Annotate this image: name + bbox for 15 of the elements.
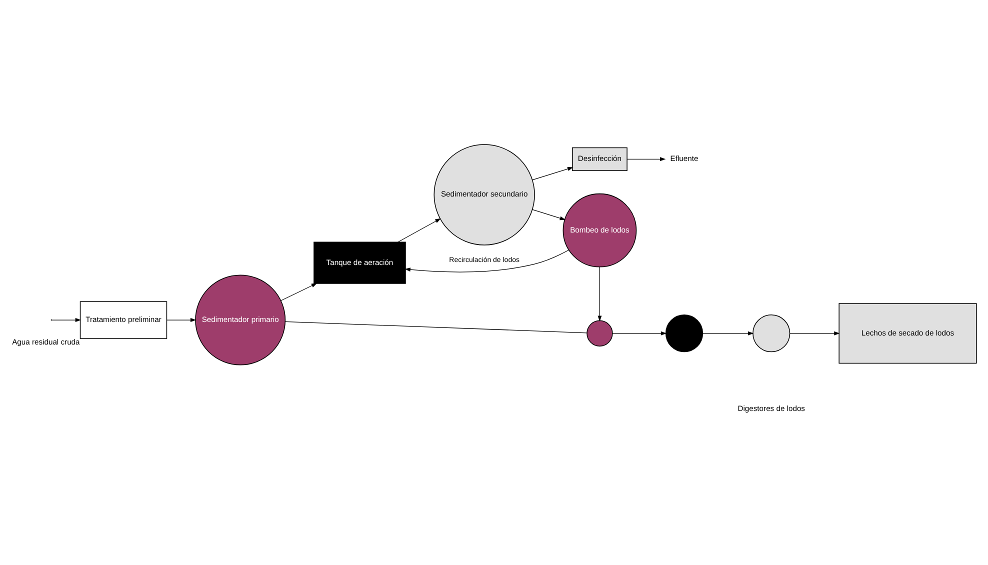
arrow (532, 167, 574, 180)
arrow (398, 218, 441, 242)
arrow (612, 331, 667, 336)
arrow (702, 331, 754, 336)
arrow (598, 266, 602, 322)
arrow (790, 331, 840, 336)
arrow (404, 250, 570, 272)
arrow (626, 157, 666, 162)
connector (285, 321, 588, 334)
arrow (166, 318, 196, 322)
node-circle (752, 314, 790, 352)
node-circle (665, 314, 704, 352)
arrow (532, 209, 566, 220)
arrow (280, 283, 318, 301)
node-circle (586, 320, 613, 346)
